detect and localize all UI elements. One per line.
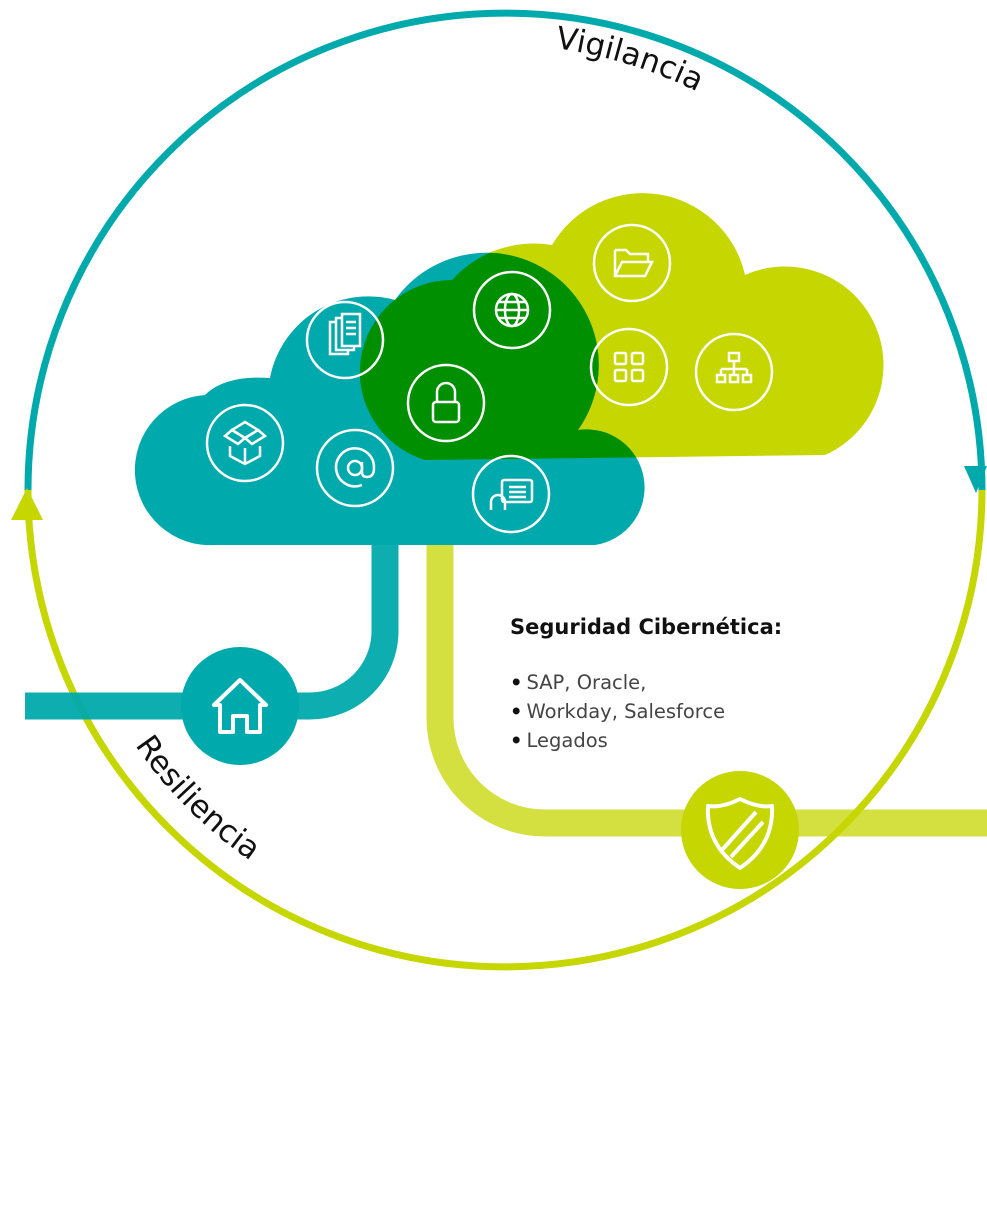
at-sign-icon — [315, 428, 395, 508]
arrow-down-icon — [964, 466, 987, 493]
panel-list: •SAP, Oracle, •Workday, Salesforce •Lega… — [510, 668, 950, 755]
apps-grid-icon — [589, 327, 669, 407]
globe-icon — [472, 270, 552, 350]
documents-icon — [305, 300, 385, 380]
panel-title: Seguridad Cibernética: — [510, 615, 783, 639]
teal-pipe — [25, 535, 399, 720]
org-chart-icon — [694, 332, 774, 412]
bullet-icon: • — [510, 729, 523, 752]
folder-icon — [592, 223, 672, 303]
list-item: •Workday, Salesforce — [510, 697, 950, 726]
dropbox-icon — [205, 403, 285, 483]
lime-pipe — [426, 455, 987, 837]
home-node — [181, 647, 299, 765]
list-item-text: Legados — [526, 729, 608, 752]
vigilancia-arc — [24, 9, 986, 491]
list-item-text: SAP, Oracle, — [526, 671, 647, 694]
list-item-text: Workday, Salesforce — [526, 700, 726, 723]
lock-icon — [406, 363, 486, 443]
bullet-icon: • — [510, 700, 523, 723]
home-icon — [212, 678, 268, 734]
pipes — [25, 455, 987, 837]
shield-icon — [705, 797, 775, 870]
list-item: •Legados — [510, 726, 950, 755]
shield-node — [681, 771, 799, 889]
list-item: •SAP, Oracle, — [510, 668, 950, 697]
info-panel: Seguridad Cibernética: •SAP, Oracle, •Wo… — [510, 615, 950, 755]
arrow-up-icon — [11, 488, 43, 520]
contact-card-icon — [471, 454, 551, 534]
bullet-icon: • — [510, 671, 523, 694]
